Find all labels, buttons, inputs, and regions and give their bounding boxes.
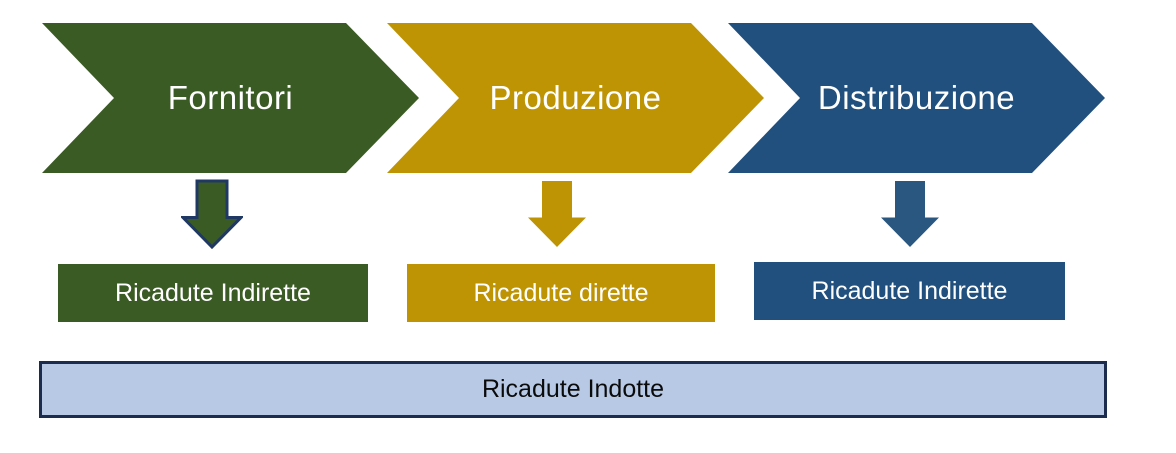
- stage-label-distribuzione: Distribuzione: [817, 79, 1016, 116]
- outcome-box-indirette-fornitori: Ricadute Indirette: [58, 264, 368, 322]
- down-arrow-icon: [881, 181, 939, 247]
- down-arrow-icon: [181, 179, 243, 249]
- stage-chevron-fornitori: Fornitori: [42, 23, 419, 173]
- bottom-band-ricadute-indotte: Ricadute Indotte: [39, 361, 1107, 418]
- outcome-label: Ricadute Indirette: [811, 276, 1008, 305]
- outcome-box-indirette-distribuzione: Ricadute Indirette: [754, 262, 1065, 320]
- outcome-label: Ricadute dirette: [473, 278, 649, 307]
- stage-chevron-produzione: Produzione: [387, 23, 764, 173]
- down-arrow-icon: [528, 181, 586, 247]
- bottom-band-label: Ricadute Indotte: [481, 375, 665, 403]
- stage-chevron-distribuzione: Distribuzione: [728, 23, 1105, 173]
- stage-label-fornitori: Fornitori: [167, 79, 294, 116]
- outcome-label: Ricadute Indirette: [115, 278, 311, 307]
- stage-label-produzione: Produzione: [489, 79, 662, 116]
- outcome-box-dirette-produzione: Ricadute dirette: [407, 264, 715, 322]
